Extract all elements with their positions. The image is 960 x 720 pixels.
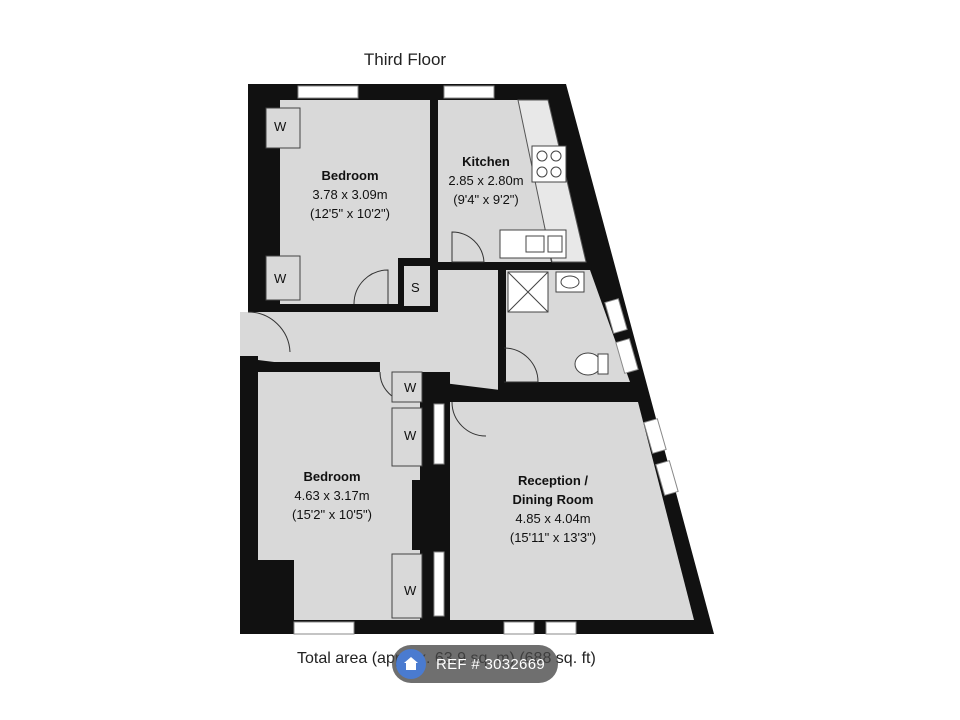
- window: [643, 418, 667, 454]
- wardrobe-label: W: [404, 583, 417, 598]
- floor-hallway: [258, 262, 500, 390]
- basin-bowl: [560, 275, 580, 289]
- room-name: Reception /: [517, 473, 589, 488]
- wardrobe-label: W: [274, 119, 287, 134]
- wardrobe: [391, 371, 423, 403]
- room-name: Bedroom: [303, 469, 361, 484]
- floor-kitchen: [438, 100, 551, 262]
- sink-bowl: [547, 235, 563, 253]
- basin: [555, 271, 585, 293]
- door-swing: [451, 401, 487, 437]
- room-dimensions-metric: 3.78 x 3.09m: [312, 187, 388, 202]
- room-dimensions-imperial: (15'2" x 10'5"): [292, 507, 372, 522]
- room-label-bedroom-bottom: Bedroom 4.63 x 3.17m (15'2" x 10'5"): [272, 467, 392, 524]
- storage-cupboard: [404, 266, 430, 306]
- window: [443, 85, 495, 99]
- wall-segment: [258, 560, 294, 620]
- window: [503, 621, 535, 635]
- room-label-kitchen: Kitchen 2.85 x 2.80m (9'4" x 9'2"): [436, 152, 536, 209]
- room-dimensions-imperial: (12'5" x 10'2"): [310, 206, 390, 221]
- door-swing: [247, 311, 291, 353]
- room-name: Kitchen: [462, 154, 510, 169]
- wall-segment: [430, 100, 438, 312]
- room-label-reception: Reception / Dining Room 4.85 x 4.04m (15…: [486, 471, 620, 547]
- storage-label: S: [411, 280, 420, 295]
- hob-ring: [550, 166, 562, 178]
- wall-segment: [438, 262, 550, 270]
- reference-number: REF # 3032669: [436, 655, 545, 673]
- hob-ring: [536, 150, 548, 162]
- window: [545, 621, 577, 635]
- sink-bowl: [525, 235, 545, 253]
- room-dimensions-metric: 2.85 x 2.80m: [448, 173, 524, 188]
- wardrobe-label: W: [404, 380, 417, 395]
- wardrobe: [391, 407, 423, 467]
- floor-bedroom-bottom: [258, 372, 420, 620]
- room-dimensions-metric: 4.85 x 4.04m: [515, 511, 591, 526]
- floor-title: Third Floor: [363, 50, 447, 69]
- door-swing: [451, 231, 485, 263]
- hob-ring: [536, 166, 548, 178]
- room-name: Bedroom: [321, 168, 379, 183]
- toilet-cistern: [597, 353, 609, 375]
- wardrobe: [265, 255, 301, 301]
- wardrobe: [265, 107, 301, 149]
- shower-line: [507, 271, 549, 313]
- hob: [531, 145, 567, 183]
- wall-segment: [264, 100, 280, 304]
- door-panel: [433, 403, 445, 465]
- floor-bedroom-top: [264, 100, 430, 304]
- window: [604, 298, 628, 334]
- wall-segment: [506, 382, 630, 390]
- wall-segment: [258, 362, 380, 372]
- sink: [499, 229, 567, 259]
- door-swing: [353, 269, 389, 305]
- window: [293, 621, 355, 635]
- window: [297, 85, 359, 99]
- room-dimensions-metric: 4.63 x 3.17m: [294, 488, 370, 503]
- wall-segment: [450, 394, 640, 402]
- wardrobe: [391, 553, 423, 619]
- wardrobe-label: W: [404, 428, 417, 443]
- wardrobe-label: W: [274, 271, 287, 286]
- toilet: [574, 352, 602, 376]
- wall-segment: [258, 304, 438, 312]
- room-dimensions-imperial: (9'4" x 9'2"): [453, 192, 519, 207]
- wall-segment: [412, 480, 448, 550]
- reference-badge[interactable]: REF # 3032669: [392, 645, 558, 683]
- hob-ring: [550, 150, 562, 162]
- window: [655, 460, 679, 496]
- home-icon: [396, 649, 426, 679]
- door-swing: [503, 347, 539, 383]
- room-dimensions-imperial: (15'11" x 13'3"): [509, 530, 597, 545]
- entrance-gap: [240, 312, 264, 356]
- floor-reception: [450, 402, 694, 620]
- room-label-bedroom-top: Bedroom 3.78 x 3.09m (12'5" x 10'2"): [290, 166, 410, 223]
- room-name-line2: Dining Room: [512, 492, 594, 507]
- window: [615, 338, 639, 374]
- door-panel: [433, 551, 445, 617]
- wall-segment: [498, 262, 506, 390]
